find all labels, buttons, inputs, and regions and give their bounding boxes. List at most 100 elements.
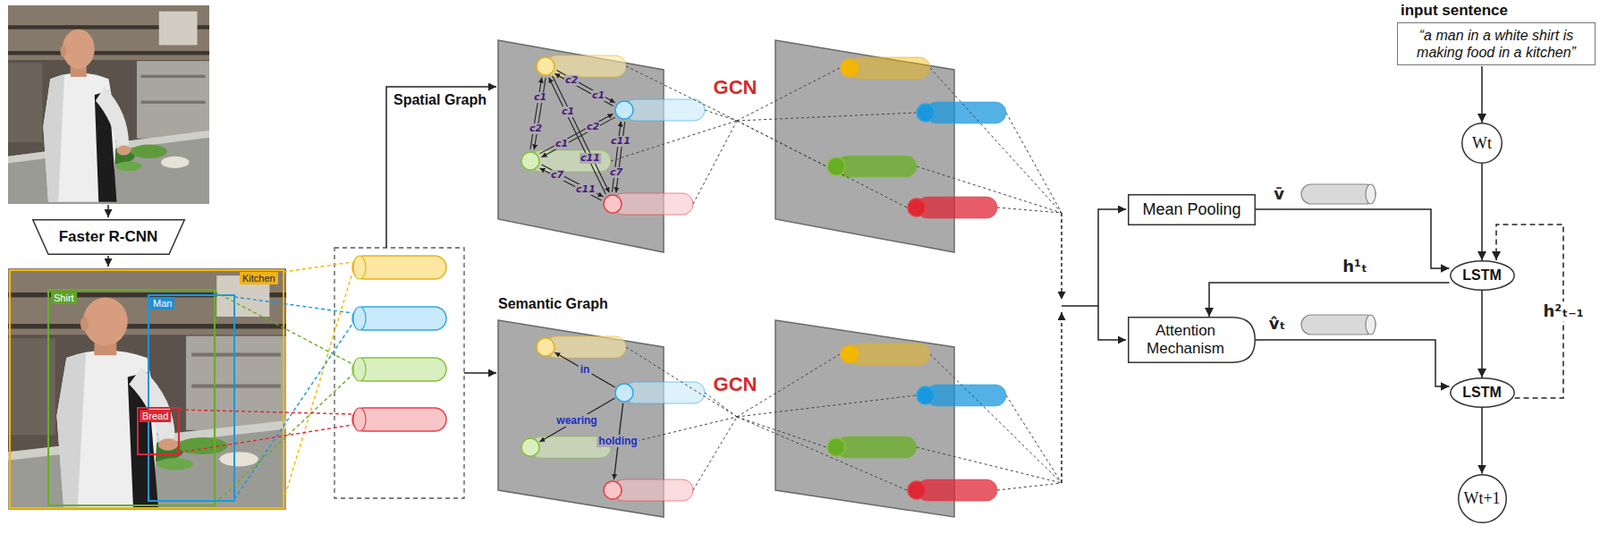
photo-shape [8,62,43,143]
node-label: Faster R-CNN [59,228,159,246]
node-label: Wt [1472,134,1492,153]
node-label: Mean Pooling [1142,200,1241,220]
relation-line [554,73,613,106]
feature-flow [693,120,737,204]
feature-flow [997,207,1062,213]
region-lead [214,291,353,365]
graph-node [907,481,926,500]
relation-code: c2 [564,75,579,86]
relation-line [554,352,615,388]
relation-line [549,77,607,195]
feature-vector [352,357,447,381]
feature-flow [1006,395,1062,483]
flow-arrow [1060,312,1063,483]
photo-shape [56,353,86,508]
process-box: Mean Pooling [1127,194,1256,226]
feature-vector-end [353,255,366,280]
node-feature [530,150,611,172]
relation-code: c7 [609,167,624,178]
graph-plane [775,40,955,253]
photo-shape [128,367,175,443]
photo-shape [191,384,281,389]
node-feature [612,479,694,501]
relation-code: c11 [579,152,602,164]
feature-flow [736,416,827,448]
feature-box [334,247,465,499]
node-feature [545,55,627,77]
flow-arrow [1061,209,1126,306]
relation-line [541,117,615,158]
node-label: Attention Mechanism [1134,321,1236,357]
graph-node [907,198,926,217]
graph-title: Spatial Graph [393,92,487,109]
relation-word: wearing [554,414,599,427]
node-feature [849,57,931,79]
bounding-box [48,289,215,506]
lstm-ellipse: LSTM [1449,377,1516,408]
graph-node [840,345,859,364]
photo-shape [219,451,259,466]
photo-shape [186,336,287,431]
node-label: LSTM [1462,267,1502,284]
vector-icon [1301,184,1376,204]
feature-flow [916,166,1062,213]
word-circle: Wt+1 [1457,474,1507,524]
relation-line [539,113,613,154]
photo-shape [191,353,281,357]
node-feature [836,155,917,178]
region-lead [178,409,353,415]
flow-arrow [107,255,110,267]
node-feature [836,436,917,458]
graph-plane [498,40,664,253]
photo-shape [8,268,287,510]
node-label: LSTM [1462,384,1502,401]
region-lead [283,272,353,501]
vector-icon-end [1365,184,1376,204]
photo-shape [8,50,210,55]
relation-code: c1 [533,92,548,103]
photo-shape [160,156,190,169]
photo-shape [95,86,129,149]
word-circle: Wt [1461,122,1503,164]
feature-flow [736,120,907,208]
node-feature [612,193,694,215]
relation-code: c2 [585,121,601,133]
graph-node [603,481,622,500]
input-sentence: input sentence“a man in a white shirt is… [1396,1,1596,67]
signal-label: h²ₜ₋₁ [1540,301,1585,322]
feature-vector [352,255,447,280]
relation-line [540,168,602,201]
connector [1481,290,1483,378]
module-name: GCN [713,372,758,397]
feature-flow [736,112,916,121]
region-lead [234,323,353,500]
feature-flow [610,120,737,161]
detection-photo [8,268,287,510]
attention-box: Attention Mechanism [1127,316,1256,364]
photo-shape [115,160,142,171]
node-outline-shape [1449,378,1515,408]
graph-node [603,194,622,213]
relation-code: c11 [575,184,597,195]
photo-shape [8,5,210,204]
relation-code: c1 [591,90,606,102]
object-tag: Kitchen [239,271,279,285]
flow-arrow [464,372,497,374]
photo-shape [141,101,206,104]
feature-flow [704,110,737,121]
feature-flow [693,416,737,491]
feature-flow [997,482,1062,491]
input-heading: input sentence [1400,1,1596,20]
relation-code: c1 [554,138,569,150]
feature-flow [930,67,1062,213]
node-outline-shape [1128,317,1256,364]
feature-flow [930,354,1062,483]
flow-arrow [107,204,110,218]
feature-flow [916,447,1062,483]
object-tag: Shirt [50,291,77,305]
feature-vector [352,407,447,432]
bounding-box [9,270,284,508]
detector-trapezoid: Faster R-CNN [32,219,186,255]
connector [1481,66,1483,123]
photo-shape [62,29,95,69]
